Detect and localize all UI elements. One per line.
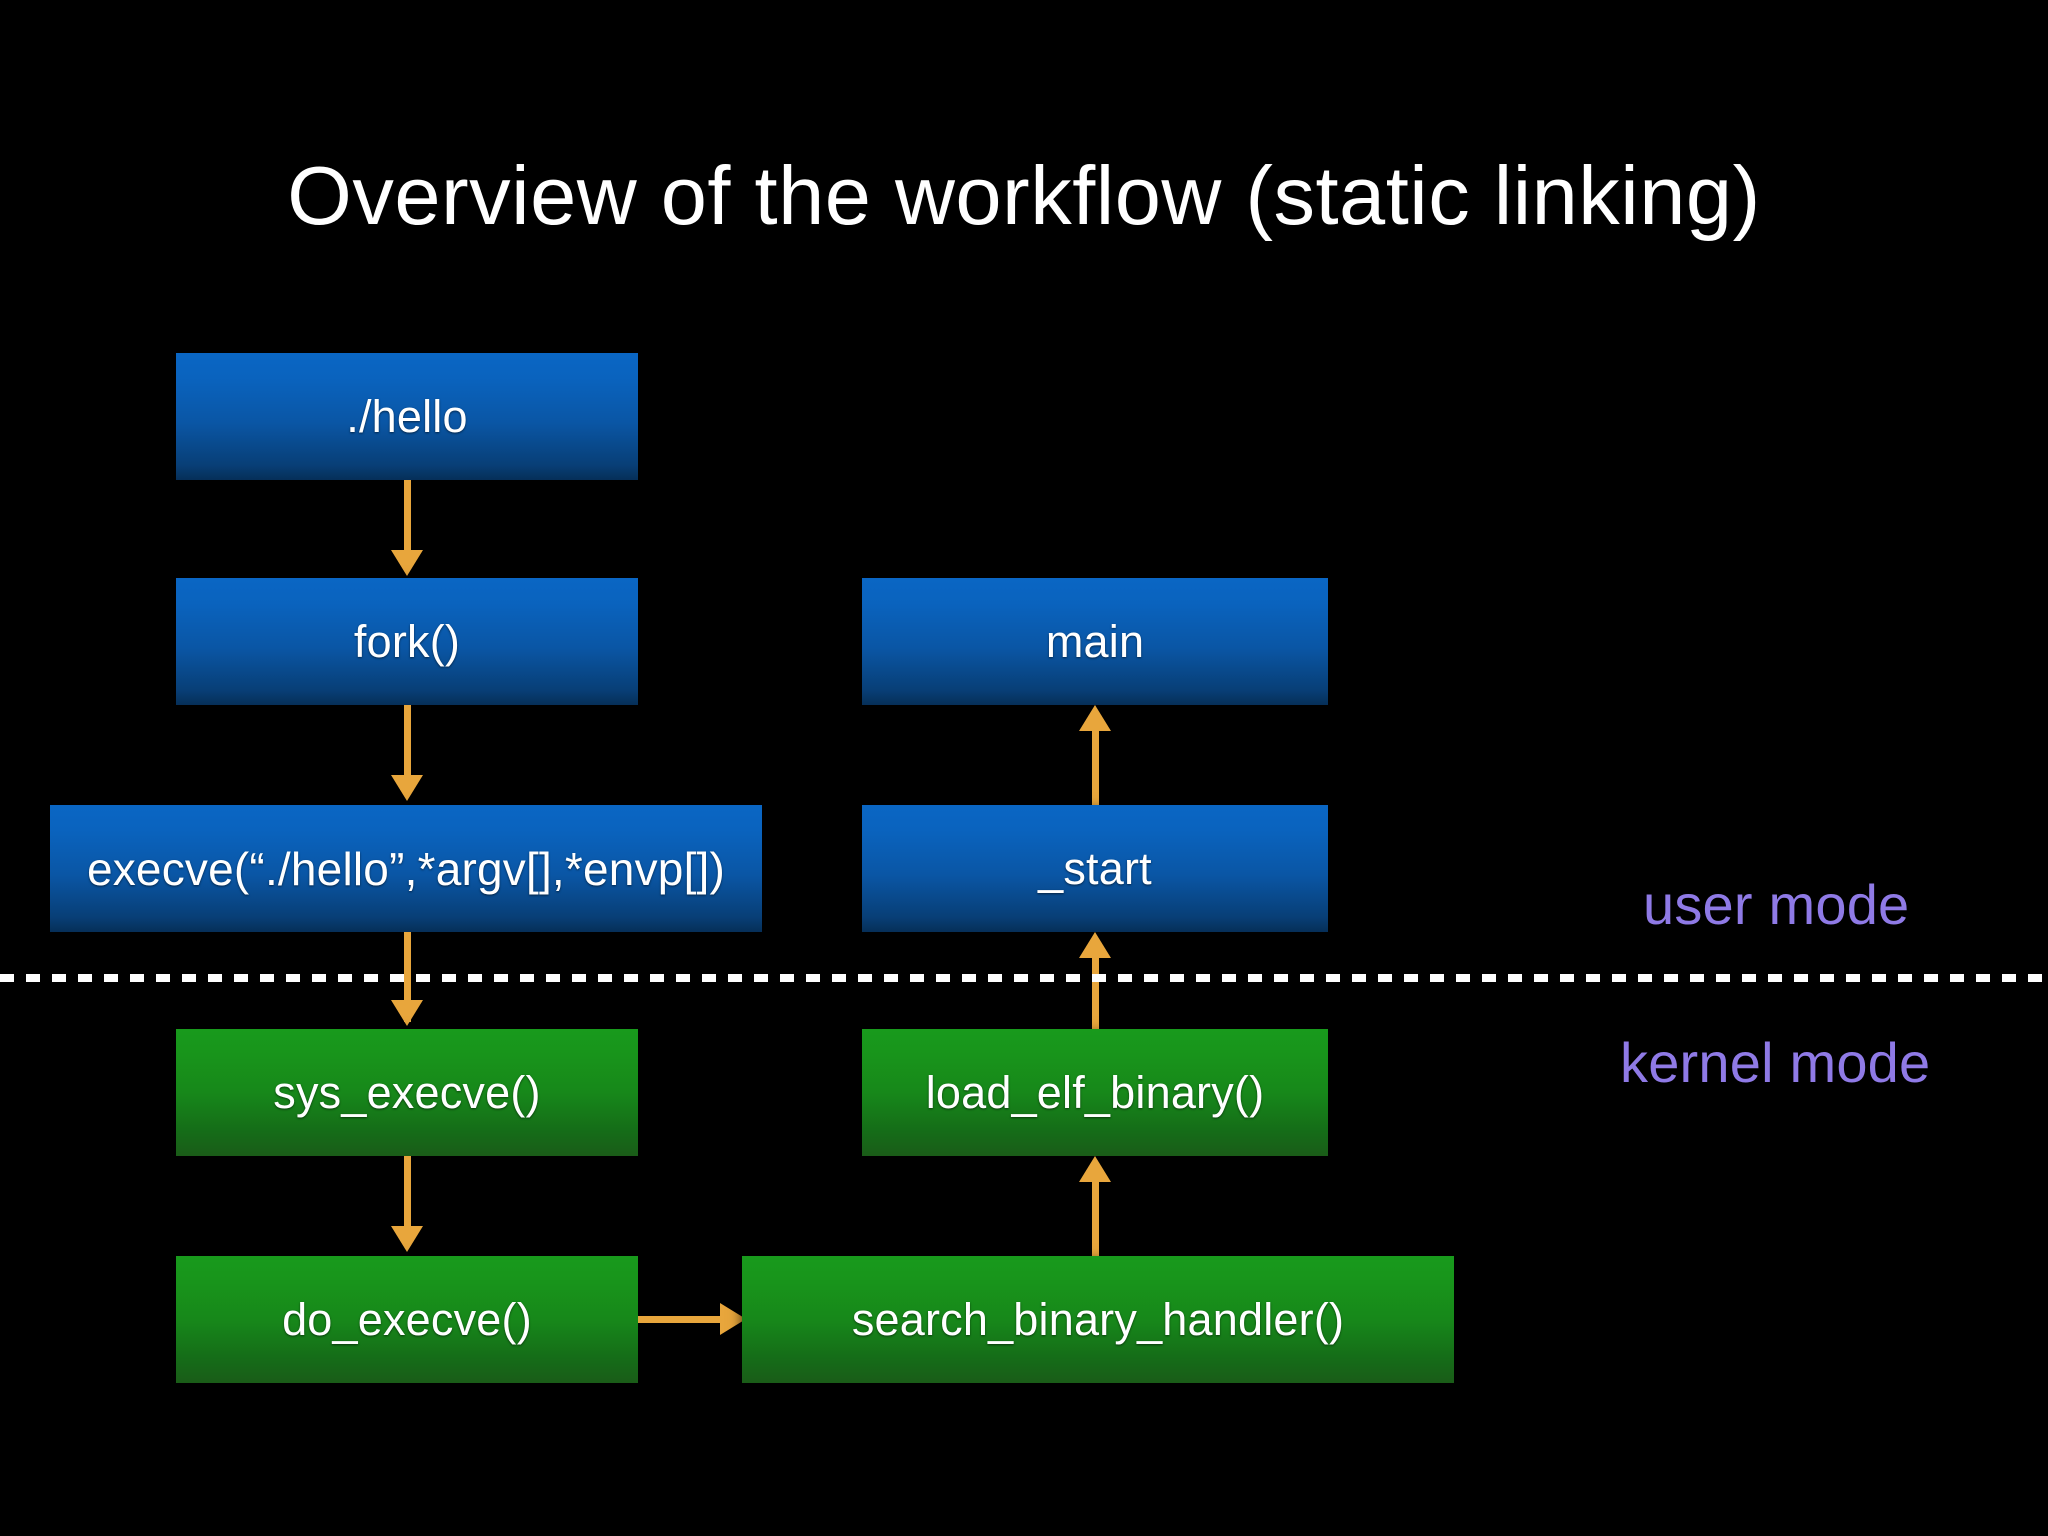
- node-execve[interactable]: execve(“./hello”,*argv[],*envp[]): [50, 805, 762, 932]
- kernel-mode-label: kernel mode: [1620, 1031, 1931, 1094]
- page-title: Overview of the workflow (static linking…: [287, 149, 1761, 242]
- arrow-do-execve-to-search-head: [720, 1303, 746, 1335]
- node-search-binary-handler[interactable]: search_binary_handler(): [742, 1256, 1454, 1383]
- arrow-start-to-main-shaft: [1092, 730, 1099, 808]
- node-do-execve[interactable]: do_execve(): [176, 1256, 638, 1383]
- node-search-binary-handler-label: search_binary_handler(): [851, 1293, 1345, 1345]
- arrow-hello-to-fork-shaft: [404, 480, 411, 552]
- node-fork[interactable]: fork(): [176, 578, 638, 705]
- arrow-search-to-load-elf-shaft: [1092, 1181, 1099, 1257]
- arrow-load-elf-to-start-shaft: [1092, 955, 1099, 1029]
- node-load-elf-binary-label: load_elf_binary(): [925, 1066, 1265, 1118]
- node-fork-label: fork(): [353, 615, 461, 667]
- user-mode-label: user mode: [1643, 873, 1910, 936]
- arrow-execve-to-sys-execve-head: [391, 1000, 423, 1026]
- arrow-fork-to-execve-head: [391, 775, 423, 801]
- node-hello-label: ./hello: [346, 390, 468, 442]
- node-start-label: _start: [1038, 842, 1152, 894]
- arrow-sys-execve-to-do-execve-shaft: [404, 1156, 411, 1228]
- node-do-execve-label: do_execve(): [282, 1293, 532, 1345]
- node-main[interactable]: main: [862, 578, 1328, 705]
- user-kernel-mode-divider: [0, 974, 2048, 982]
- node-execve-label: execve(“./hello”,*argv[],*envp[]): [86, 842, 726, 895]
- arrow-search-to-load-elf-head: [1079, 1156, 1111, 1182]
- arrow-start-to-main-head: [1079, 705, 1111, 731]
- node-load-elf-binary[interactable]: load_elf_binary(): [862, 1029, 1328, 1156]
- node-sys-execve-label: sys_execve(): [273, 1066, 541, 1118]
- arrow-load-elf-to-start-head: [1079, 932, 1111, 958]
- arrow-do-execve-to-search-shaft: [638, 1316, 724, 1323]
- node-start[interactable]: _start: [862, 805, 1328, 932]
- arrow-hello-to-fork-head: [391, 550, 423, 576]
- arrow-sys-execve-to-do-execve-head: [391, 1226, 423, 1252]
- node-sys-execve[interactable]: sys_execve(): [176, 1029, 638, 1156]
- arrow-fork-to-execve-shaft: [404, 705, 411, 777]
- node-hello[interactable]: ./hello: [176, 353, 638, 480]
- node-main-label: main: [1045, 615, 1145, 667]
